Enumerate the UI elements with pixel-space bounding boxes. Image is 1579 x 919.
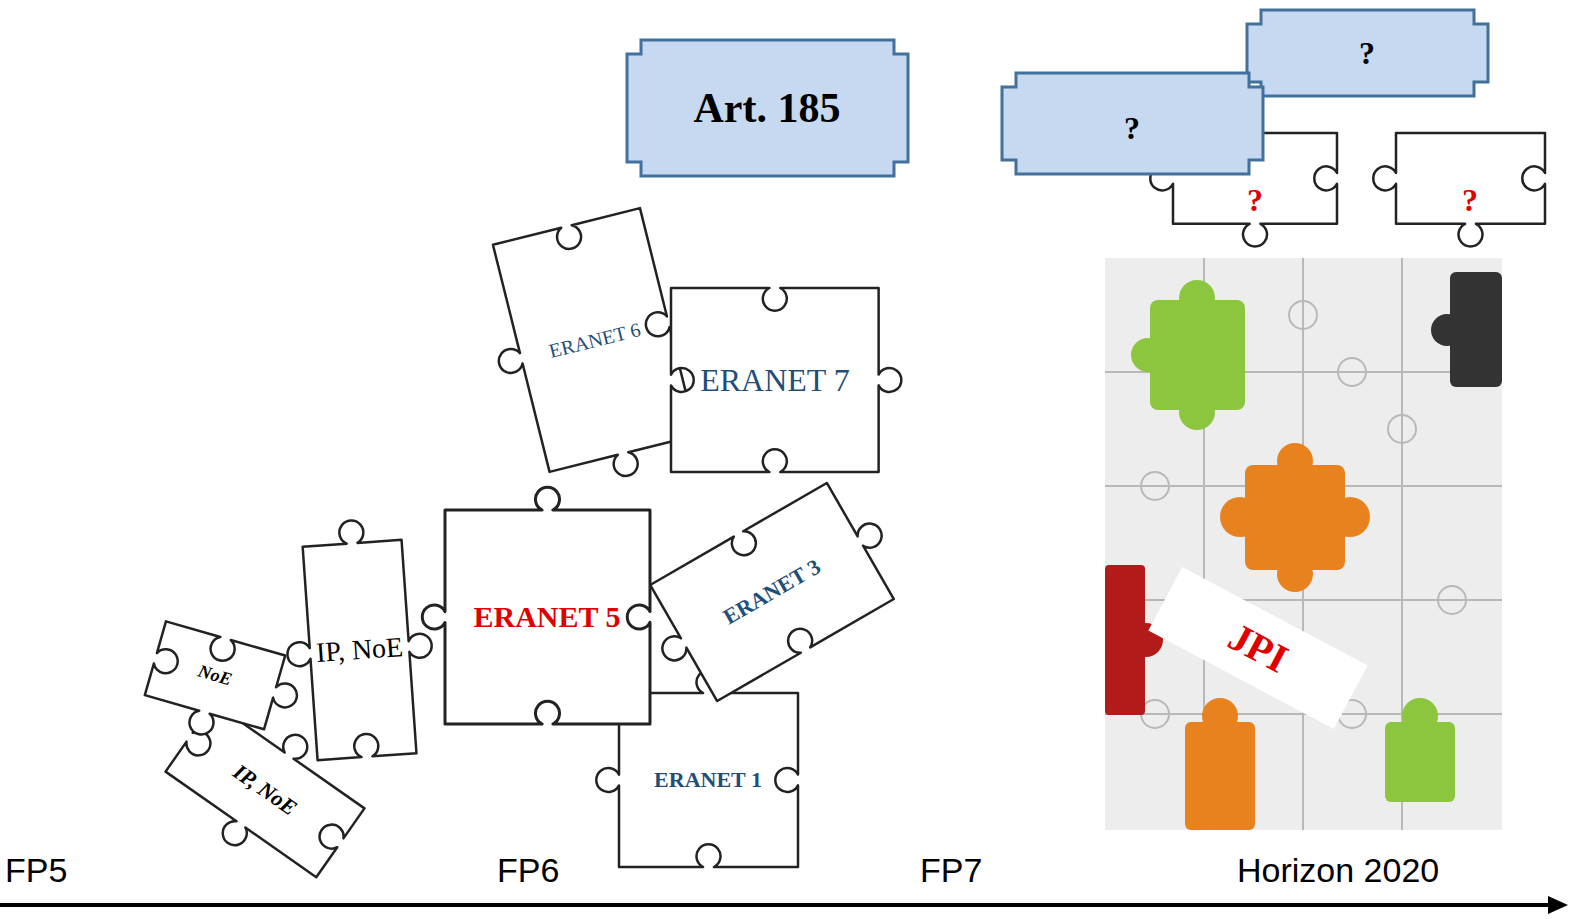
green-piece (1131, 280, 1245, 430)
phase-label: Horizon 2020 (1237, 852, 1439, 889)
puzzle-piece: ? (1373, 110, 1568, 247)
tag-shape (1148, 567, 1367, 729)
puzzle-piece: ERANET 3 (619, 452, 926, 733)
puzzle-piece: ERANET 5 (422, 487, 673, 747)
node-text: Art. 185 (694, 84, 841, 132)
node-text: ? (1124, 110, 1140, 147)
plaque-shape (627, 40, 908, 176)
puzzle-piece: NoE (116, 593, 313, 758)
node-text: ERANET 5 (474, 600, 621, 635)
node-text: ? (1247, 182, 1263, 219)
puzzle-shape (630, 472, 913, 713)
puzzle-shape (1150, 133, 1337, 247)
node-text: ERANET 1 (654, 767, 762, 792)
puzzle-shape (153, 684, 378, 896)
red-piece (1105, 565, 1163, 715)
program-box: ? (1245, 8, 1490, 98)
photo-sheen (1105, 258, 1502, 830)
puzzle-piece: ERANET 7 (648, 265, 902, 495)
puzzle-shape (596, 670, 798, 867)
phase-label: FP5 (5, 852, 67, 889)
plaque-shape (1247, 10, 1488, 96)
dark-piece (1431, 272, 1502, 387)
green-piece-low (1385, 698, 1455, 802)
puzzle-piece: IP, NoE (279, 515, 442, 784)
program-box: ? (1000, 71, 1265, 176)
puzzle-shape (671, 288, 901, 472)
puzzle-shape (422, 487, 650, 724)
node-text: ? (1359, 35, 1375, 72)
orange-piece (1220, 443, 1370, 592)
photo-grid (1105, 258, 1502, 830)
orange-piece-low (1185, 698, 1255, 830)
phase-label: FP7 (920, 852, 982, 889)
jpi-label: JPI (1148, 567, 1367, 729)
puzzle-shape (1373, 133, 1545, 247)
puzzle-shape (279, 516, 440, 762)
plaque-shape (1002, 73, 1263, 174)
timeline-axis (0, 896, 1568, 914)
puzzle-outline (1373, 110, 1568, 247)
node-text: ERANET 7 (700, 362, 850, 399)
node-text: ? (1462, 182, 1478, 219)
phase-label: FP6 (497, 852, 559, 889)
puzzle-shape (471, 208, 702, 499)
puzzle-photo (1105, 258, 1502, 830)
photo-ground (1105, 258, 1502, 830)
node-text: IP, NoE (315, 631, 404, 669)
program-box: Art. 185 (625, 38, 910, 178)
